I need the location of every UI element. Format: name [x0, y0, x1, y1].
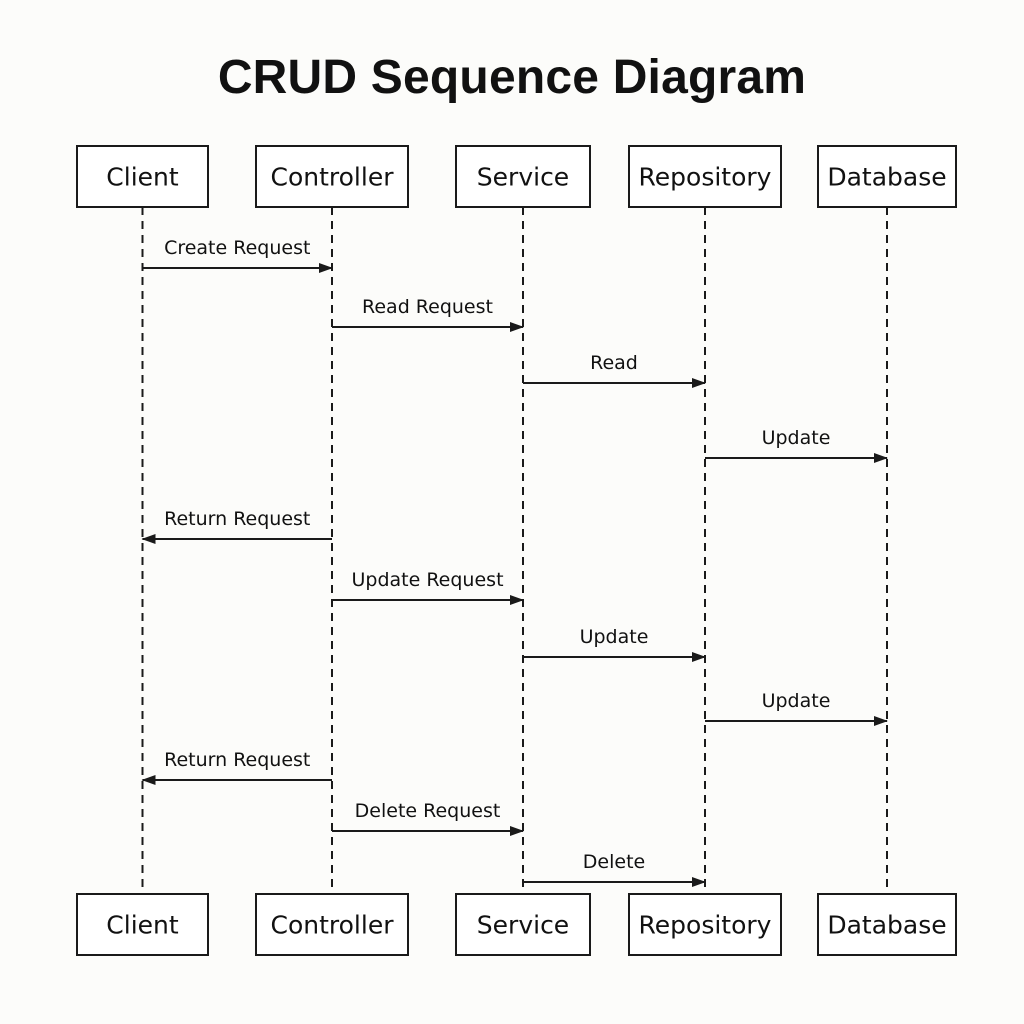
participant-box-service-top: Service — [455, 145, 591, 208]
message-2: Read Request — [332, 296, 524, 332]
message-label: Delete — [583, 851, 645, 873]
participant-box-rect — [628, 893, 782, 956]
message-label: Read Request — [362, 296, 493, 318]
message-8: Update — [705, 690, 888, 726]
message-label: Create Request — [164, 237, 310, 259]
message-5: Return Request — [141, 508, 332, 544]
participant-box-repository-bottom: Repository — [628, 893, 782, 956]
message-9: Return Request — [141, 749, 332, 785]
message-label: Update — [762, 427, 831, 449]
participant-box-rect — [76, 893, 209, 956]
participant-box-service-bottom: Service — [455, 893, 591, 956]
participant-label-database: Database — [827, 911, 946, 940]
lifelines — [141, 207, 888, 894]
participant-box-rect — [455, 893, 591, 956]
message-10: Delete Request — [332, 800, 524, 836]
participant-label-repository: Repository — [639, 911, 772, 940]
message-label: Update — [762, 690, 831, 712]
participant-box-controller-top: Controller — [255, 145, 409, 208]
participant-box-database-bottom: Database — [817, 893, 957, 956]
participant-box-rect — [255, 893, 409, 956]
participant-box-rect — [76, 145, 209, 208]
message-label: Update Request — [351, 569, 503, 591]
participant-label-controller: Controller — [271, 911, 395, 940]
participant-label-client: Client — [106, 911, 179, 940]
message-label: Delete Request — [355, 800, 501, 822]
message-1: Create Request — [142, 237, 333, 273]
participant-box-rect — [817, 893, 957, 956]
participant-box-repository-top: Repository — [628, 145, 782, 208]
participant-boxes: ClientClientControllerControllerServiceS… — [76, 145, 957, 956]
participant-box-rect — [255, 145, 409, 208]
message-3: Read — [523, 352, 706, 388]
message-6: Update Request — [332, 569, 524, 605]
message-label: Read — [590, 352, 638, 374]
message-4: Update — [705, 427, 888, 463]
participant-label-database: Database — [827, 163, 946, 192]
participant-label-service: Service — [477, 163, 569, 192]
participant-box-rect — [628, 145, 782, 208]
message-7: Update — [523, 626, 706, 662]
participant-label-client: Client — [106, 163, 179, 192]
participant-box-client-bottom: Client — [76, 893, 209, 956]
message-label: Return Request — [164, 749, 310, 771]
participant-box-database-top: Database — [817, 145, 957, 208]
message-label: Update — [580, 626, 649, 648]
participant-label-repository: Repository — [639, 163, 772, 192]
participant-label-controller: Controller — [271, 163, 395, 192]
participant-box-controller-bottom: Controller — [255, 893, 409, 956]
participant-box-client-top: Client — [76, 145, 209, 208]
participant-box-rect — [455, 145, 591, 208]
message-label: Return Request — [164, 508, 310, 530]
participant-label-service: Service — [477, 911, 569, 940]
message-11: Delete — [523, 851, 706, 887]
page-title: CRUD Sequence Diagram — [217, 51, 807, 104]
participant-box-rect — [817, 145, 957, 208]
